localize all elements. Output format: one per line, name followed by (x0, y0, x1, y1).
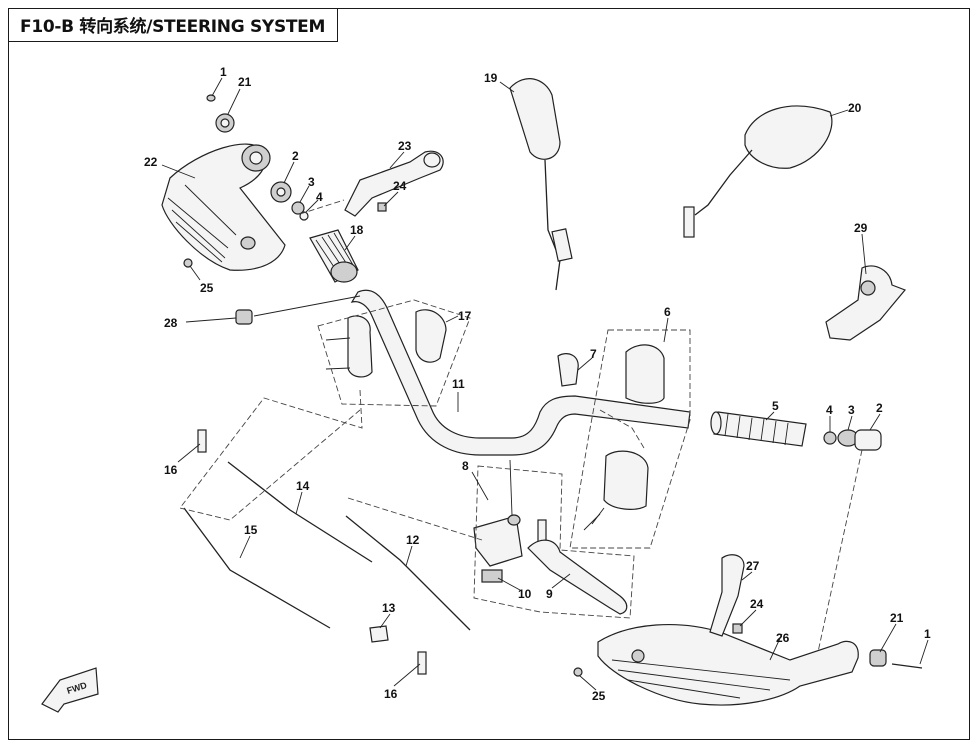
callout-24-top: 24 (393, 179, 407, 193)
throttle-grip-part (309, 229, 359, 283)
cable-12-part (345, 515, 471, 631)
callout-25-bottom: 25 (592, 689, 606, 703)
callout-21-bottom: 21 (890, 611, 904, 625)
right-mount-arm-part (709, 554, 745, 637)
handlebar-clamp-part (325, 309, 447, 378)
callout-5: 5 (772, 399, 779, 413)
callout-labels: 1 21 22 2 3 4 25 23 24 18 19 20 29 28 17… (144, 65, 931, 703)
callout-8: 8 (462, 459, 469, 473)
callout-22: 22 (144, 155, 158, 169)
right-bolt-part (573, 649, 923, 677)
callout-2-top: 2 (292, 149, 299, 163)
callout-16-left: 16 (164, 463, 178, 477)
left-bolt-part (183, 94, 309, 268)
callout-15: 15 (244, 523, 258, 537)
callout-1-top: 1 (220, 65, 227, 79)
callout-17: 17 (458, 309, 472, 323)
callout-21-top: 21 (238, 75, 252, 89)
callout-28: 28 (164, 316, 178, 330)
cable-14-part (227, 461, 373, 563)
callout-1-bottom: 1 (924, 627, 931, 641)
callout-13: 13 (382, 601, 396, 615)
switch-dash (599, 409, 645, 449)
mount-bracket-29-part (825, 265, 906, 341)
cable-clamp-part (235, 309, 253, 325)
cable-end-part (197, 429, 427, 675)
callout-16-bottom: 16 (384, 687, 398, 701)
callout-4-right: 4 (826, 403, 833, 417)
right-handguard-part (597, 623, 859, 706)
left-handguard-part (161, 143, 286, 271)
right-mirror-part (683, 105, 833, 238)
handlebar-part (350, 289, 691, 456)
brake-lever-part (527, 539, 628, 615)
callout-29: 29 (854, 221, 868, 235)
callout-6: 6 (664, 305, 671, 319)
fwd-direction-arrow: FWD (41, 667, 99, 713)
callout-9: 9 (546, 587, 553, 601)
callout-14: 14 (296, 479, 310, 493)
callout-11: 11 (452, 377, 465, 391)
page-title: F10-B 转向系统/STEERING SYSTEM (20, 17, 326, 37)
clamp-group-outline (317, 299, 471, 407)
title-box: F10-B 转向系统/STEERING SYSTEM (8, 8, 339, 42)
clutch-switch-part (557, 353, 579, 387)
left-grip-dash (299, 199, 345, 215)
callout-27: 27 (746, 559, 760, 573)
switch-group-outline (569, 329, 691, 549)
cable-path-outline (179, 389, 363, 521)
callout-25-top: 25 (200, 281, 214, 295)
right-switch-housing-part (583, 344, 665, 531)
callout-26: 26 (776, 631, 790, 645)
diagram-frame (8, 8, 970, 740)
right-grip-part (710, 411, 882, 451)
cable-15-part (183, 507, 331, 629)
callout-18: 18 (350, 223, 364, 237)
handguard-mount-bracket-part (344, 150, 444, 217)
brake-group-outline (473, 465, 635, 619)
callout-24-bottom: 24 (750, 597, 764, 611)
callout-3-top: 3 (308, 175, 315, 189)
leader-lines (161, 77, 929, 691)
callout-12: 12 (406, 533, 420, 547)
callout-23: 23 (398, 139, 412, 153)
cable-12-dash (347, 497, 483, 541)
callout-7: 7 (590, 347, 597, 361)
callout-20: 20 (848, 101, 862, 115)
callout-4-top: 4 (316, 190, 323, 204)
left-mirror-part (509, 78, 573, 291)
callout-10: 10 (518, 587, 532, 601)
callout-3-right: 3 (848, 403, 855, 417)
callout-19: 19 (484, 71, 498, 85)
brake-master-cylinder-part (473, 459, 547, 583)
right-grip-dash (817, 449, 863, 653)
callout-2-right: 2 (876, 401, 883, 415)
